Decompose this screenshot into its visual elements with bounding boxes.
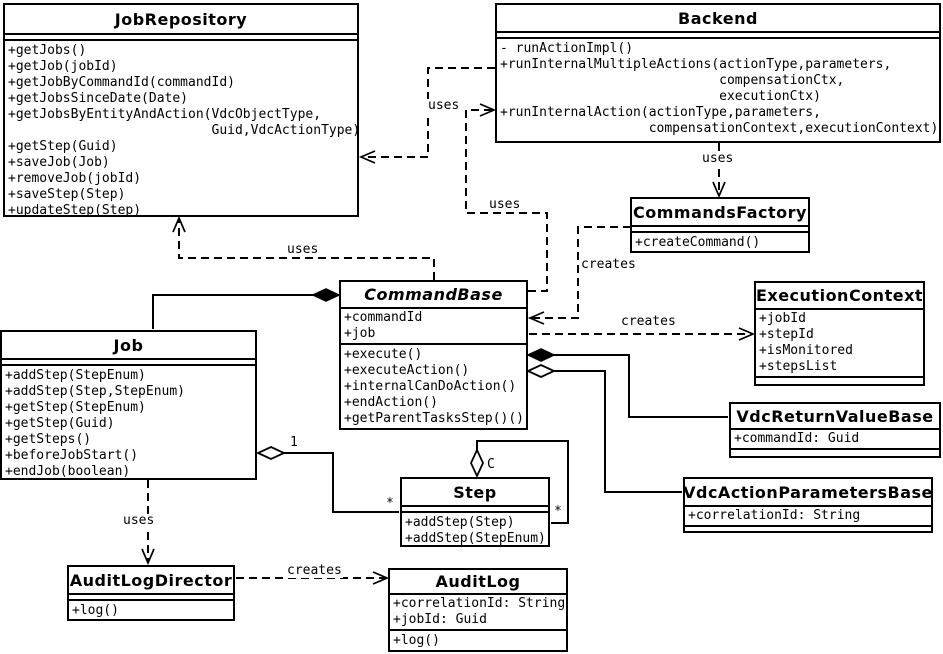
- commandsfactory-creates-commandbase-line: [530, 226, 631, 319]
- backend-uses-jobrepository-line-arrowhead: [358, 150, 376, 164]
- commandbase-composes-job-line-filled-diamond: [311, 288, 341, 302]
- commandbase-composes-vdcreturnvaluebase-line: [528, 354, 728, 418]
- commandbase-uses-jobrepository-line-arrowhead: [172, 215, 186, 233]
- step-aggregates-step-line: [476, 440, 569, 524]
- commandbase-creates-executioncontext-line-arrowhead: [738, 327, 756, 341]
- commandbase-uses-backend-line: [465, 109, 548, 292]
- step-aggregates-step-line-hollow-diamond: [470, 447, 484, 479]
- commandbase-composes-vdcreturnvaluebase-line-filled-diamond: [526, 348, 556, 362]
- job-uses-auditlogdirector-line-arrowhead: [141, 548, 155, 566]
- commandsfactory-creates-commandbase-line-arrowhead: [527, 311, 545, 325]
- backend-uses-commandsfactory-line-arrowhead: [712, 181, 726, 199]
- job-aggregates-step-line-hollow-diamond: [255, 446, 287, 460]
- job-aggregates-step-line: [258, 452, 399, 513]
- backend-uses-jobrepository-line: [361, 67, 495, 158]
- commandbase-aggregates-vdcactionparametersbase-line-hollow-diamond: [525, 364, 557, 378]
- commandbase-composes-job-line: [152, 294, 339, 329]
- commandbase-aggregates-vdcactionparametersbase-line: [528, 370, 682, 493]
- commandbase-uses-backend-line-arrowhead: [479, 103, 497, 117]
- commandbase-uses-jobrepository-line: [178, 218, 435, 280]
- auditlogdirector-creates-auditlog-line-arrowhead: [372, 571, 390, 585]
